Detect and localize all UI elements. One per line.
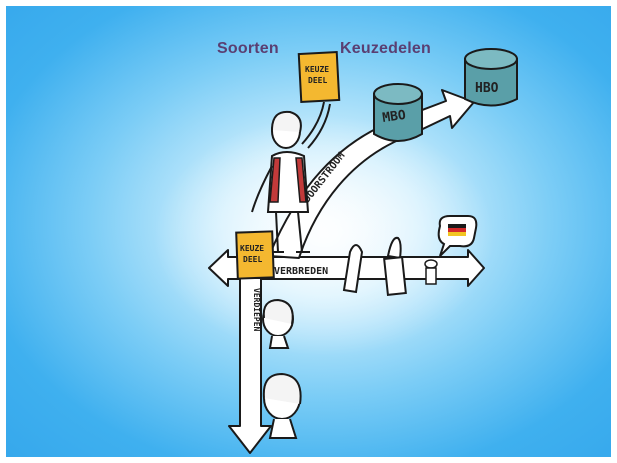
head-bust-upper [262, 298, 294, 349]
card-left-line1: KEUZE [240, 244, 264, 253]
head-bust-lower [262, 372, 302, 439]
doorstroom-diagram: VERBREDEN VERDIEPEN DOORSTROOM MBO HBO [154, 48, 518, 454]
card-top-line1: KEUZE [305, 65, 329, 74]
title-soorten: Soorten [217, 40, 279, 57]
verdiepen-arrow: VERDIEPEN [228, 277, 272, 454]
title-keuzedelen: Keuzedelen [340, 40, 431, 57]
flag-stripe-gold [448, 232, 466, 236]
flag-stripe-red [448, 228, 466, 232]
hbo-label: HBO [475, 81, 499, 96]
card-left-line2: DEEL [243, 255, 262, 264]
small-figure-icon [424, 259, 438, 285]
german-flag-speech-bubble [437, 215, 478, 257]
keuzedeel-card-top: KEUZE DEEL [297, 50, 341, 104]
mbo-barrel: MBO [373, 83, 423, 142]
card-top-line2: DEEL [308, 76, 327, 85]
verdiepen-label: VERDIEPEN [252, 288, 261, 332]
nail-icon [342, 244, 364, 294]
hbo-barrel: HBO [464, 48, 518, 107]
flag-stripe-black [448, 224, 466, 228]
keuzedeel-card-left: KEUZE DEEL [235, 230, 275, 280]
verbreden-label: VERBREDEN [274, 266, 328, 277]
lipstick-icon [383, 236, 407, 296]
student-figure [251, 101, 331, 253]
mbo-label: MBO [381, 108, 407, 126]
illustration-canvas: VERBREDEN VERDIEPEN DOORSTROOM MBO HBO [6, 6, 611, 457]
